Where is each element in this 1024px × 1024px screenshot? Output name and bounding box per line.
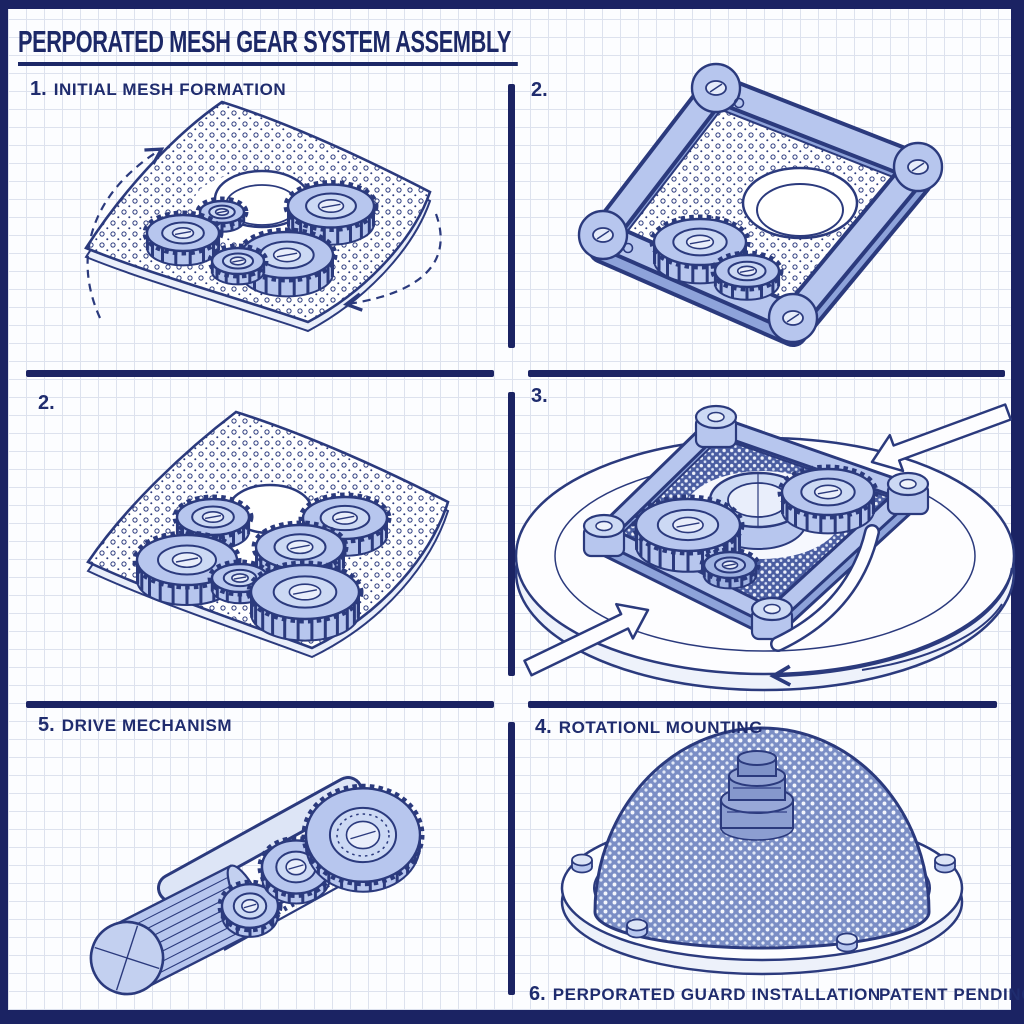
gear-icon: [207, 243, 269, 286]
center-hole: [741, 166, 859, 240]
panel-5-label: 5. DRIVE MECHANISM: [38, 714, 232, 737]
divider-col-top: [508, 84, 515, 348]
step-number: 1.: [30, 78, 47, 100]
gear-icon: [699, 547, 761, 590]
patent-pending-note: PATENT PENDING: [879, 985, 1024, 1004]
step-number: 6.: [529, 983, 546, 1005]
panel-3-label: 2.: [38, 392, 62, 415]
step-title: INITIAL MESH FORMATION: [53, 80, 287, 99]
divider-row1-left: [26, 370, 494, 377]
panel-2-label: 2.: [531, 79, 555, 102]
panel-1-label: 1. INITIAL MESH FORMATION: [30, 78, 286, 101]
step-number: 2.: [531, 79, 548, 101]
step-title: PERPORATED GUARD INSTALLATION: [552, 985, 881, 1004]
gear-icon: [132, 530, 242, 606]
step-number: 5.: [38, 714, 55, 736]
divider-row2-right: [528, 701, 997, 708]
step1-mesh-sheet-illustration: [84, 100, 442, 333]
divider-col-bottom: [508, 722, 515, 995]
step3-mesh-gear-illustration: [86, 410, 450, 659]
curl-direction-arrow-icon: [86, 150, 160, 319]
step-number: 2.: [38, 392, 55, 414]
gear-icon: [246, 560, 364, 642]
page-title-text: PERPORATED MESH GEAR SYSTEM ASSEMBLY: [18, 24, 519, 67]
step-title: DRIVE MECHANISM: [61, 716, 233, 735]
block-arrow-icon: [870, 403, 1013, 473]
gear-icon: [301, 783, 425, 893]
dome-hub: [720, 750, 794, 841]
step-number: 4.: [535, 716, 552, 738]
step-number: 3.: [531, 385, 548, 407]
rotation-arrow-icon: [775, 567, 1014, 676]
curl-direction-arrow-icon: [348, 213, 442, 304]
divider-row1-right: [528, 370, 1005, 377]
step2-framed-mesh-illustration: [577, 62, 944, 347]
divider-col-middle: [508, 392, 515, 676]
step4-rotational-mount-illustration: [515, 403, 1016, 692]
block-arrow-icon: [523, 602, 650, 677]
gear-icon: [142, 210, 224, 267]
gear-icon: [710, 250, 784, 301]
gear-icon: [777, 464, 879, 535]
step-title: ROTATIONL MOUNTING: [558, 718, 764, 737]
panel-6-bottom-label: 6. PERPORATED GUARD INSTALLATION: [529, 983, 881, 1006]
panel-4-label: 3.: [531, 385, 555, 408]
gear-icon: [217, 879, 283, 938]
step6-perforated-dome-illustration: [560, 726, 964, 976]
page-title: PERPORATED MESH GEAR SYSTEM ASSEMBLY: [18, 24, 519, 67]
step5-drive-mechanism-illustration: [89, 776, 425, 996]
divider-row2-left: [26, 701, 494, 708]
panel-6-top-label: 4. ROTATIONL MOUNTING: [535, 716, 763, 739]
gear-icon: [207, 559, 273, 605]
